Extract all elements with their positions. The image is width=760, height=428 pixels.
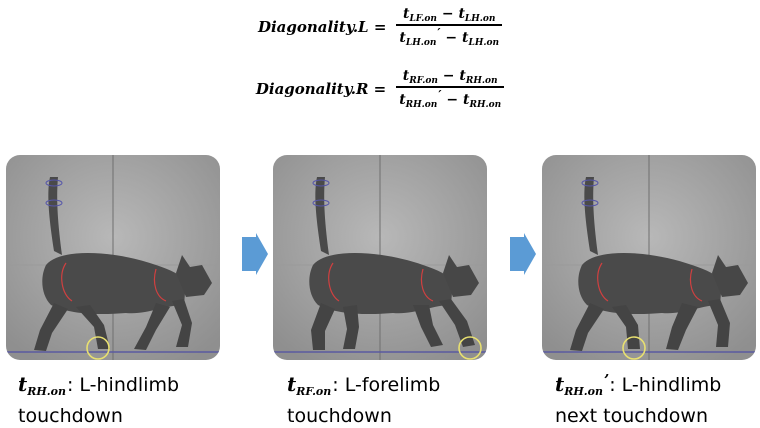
arrow-right-icon xyxy=(242,233,268,275)
subscript: RF.on xyxy=(409,76,438,86)
subscript: RH.on xyxy=(564,385,603,398)
caption-text: L-hindlimb xyxy=(622,374,722,396)
cat-render xyxy=(542,155,756,360)
caption-rh-touchdown: tRH.on: L-hindlimb touchdown xyxy=(18,368,179,428)
equation-lhs: Diagonality.L = xyxy=(258,18,386,36)
diagonality-left-equation: Diagonality.L = tLF.on − tLH.on tLH.on′ … xyxy=(0,6,760,48)
cat-render xyxy=(273,155,487,360)
separator: : xyxy=(332,374,344,396)
subscript: RH.on xyxy=(466,76,498,86)
minus: − xyxy=(437,6,458,22)
caption-rf-touchdown: tRF.on: L-forelimb touchdown xyxy=(287,368,440,428)
caption-line-1: tRH.on: L-hindlimb xyxy=(18,368,179,404)
viewport-panel-rh-next-touchdown xyxy=(542,155,756,360)
caption-rh-next-touchdown: tRH.on’: L-hindlimb next touchdown xyxy=(555,368,721,428)
caption-text: L-forelimb xyxy=(345,374,441,396)
subscript: LH.on xyxy=(469,38,500,48)
subscript: LH.on xyxy=(406,38,437,48)
minus: − xyxy=(441,30,462,46)
viewport-panel-rh-touchdown xyxy=(6,155,220,360)
equation-denominator: tRH.on′ − tRH.on xyxy=(396,88,504,110)
cat-render xyxy=(6,155,220,360)
equation-fraction: tRF.on − tRH.on tRH.on′ − tRH.on xyxy=(396,68,504,110)
term: t xyxy=(287,372,296,396)
subscript: RF.on xyxy=(296,385,331,398)
equation-lhs: Diagonality.R = xyxy=(256,80,386,98)
caption-symbol: tRF.on xyxy=(287,372,332,396)
subscript: RH.on xyxy=(469,100,501,110)
minus: − xyxy=(442,92,463,108)
caption-text: L-hindlimb xyxy=(79,374,179,396)
caption-line-2: next touchdown xyxy=(555,404,721,428)
arrow-right-icon xyxy=(510,233,536,275)
subscript: LH.on xyxy=(465,14,496,24)
term: t xyxy=(18,372,27,396)
equation-numerator: tRF.on − tRH.on xyxy=(400,68,501,86)
caption-symbol: tRH.on’ xyxy=(555,372,609,396)
equation-numerator: tLF.on − tLH.on xyxy=(400,6,498,24)
caption-line-2: touchdown xyxy=(18,404,179,428)
diagonality-right-equation: Diagonality.R = tRF.on − tRH.on tRH.on′ … xyxy=(0,68,760,110)
viewport-panel-rf-touchdown xyxy=(273,155,487,360)
caption-symbol: tRH.on xyxy=(18,372,67,396)
subscript: RH.on xyxy=(406,100,438,110)
equation-fraction: tLF.on − tLH.on tLH.on′ − tLH.on xyxy=(396,6,502,48)
subscript: RH.on xyxy=(27,385,66,398)
separator: : xyxy=(609,374,621,396)
caption-line-1: tRF.on: L-forelimb xyxy=(287,368,440,404)
equation-denominator: tLH.on′ − tLH.on xyxy=(396,26,502,48)
minus: − xyxy=(438,68,459,84)
term: t xyxy=(555,372,564,396)
separator: : xyxy=(67,374,79,396)
caption-line-2: touchdown xyxy=(287,404,440,428)
caption-line-1: tRH.on’: L-hindlimb xyxy=(555,368,721,404)
subscript: LF.on xyxy=(409,14,437,24)
